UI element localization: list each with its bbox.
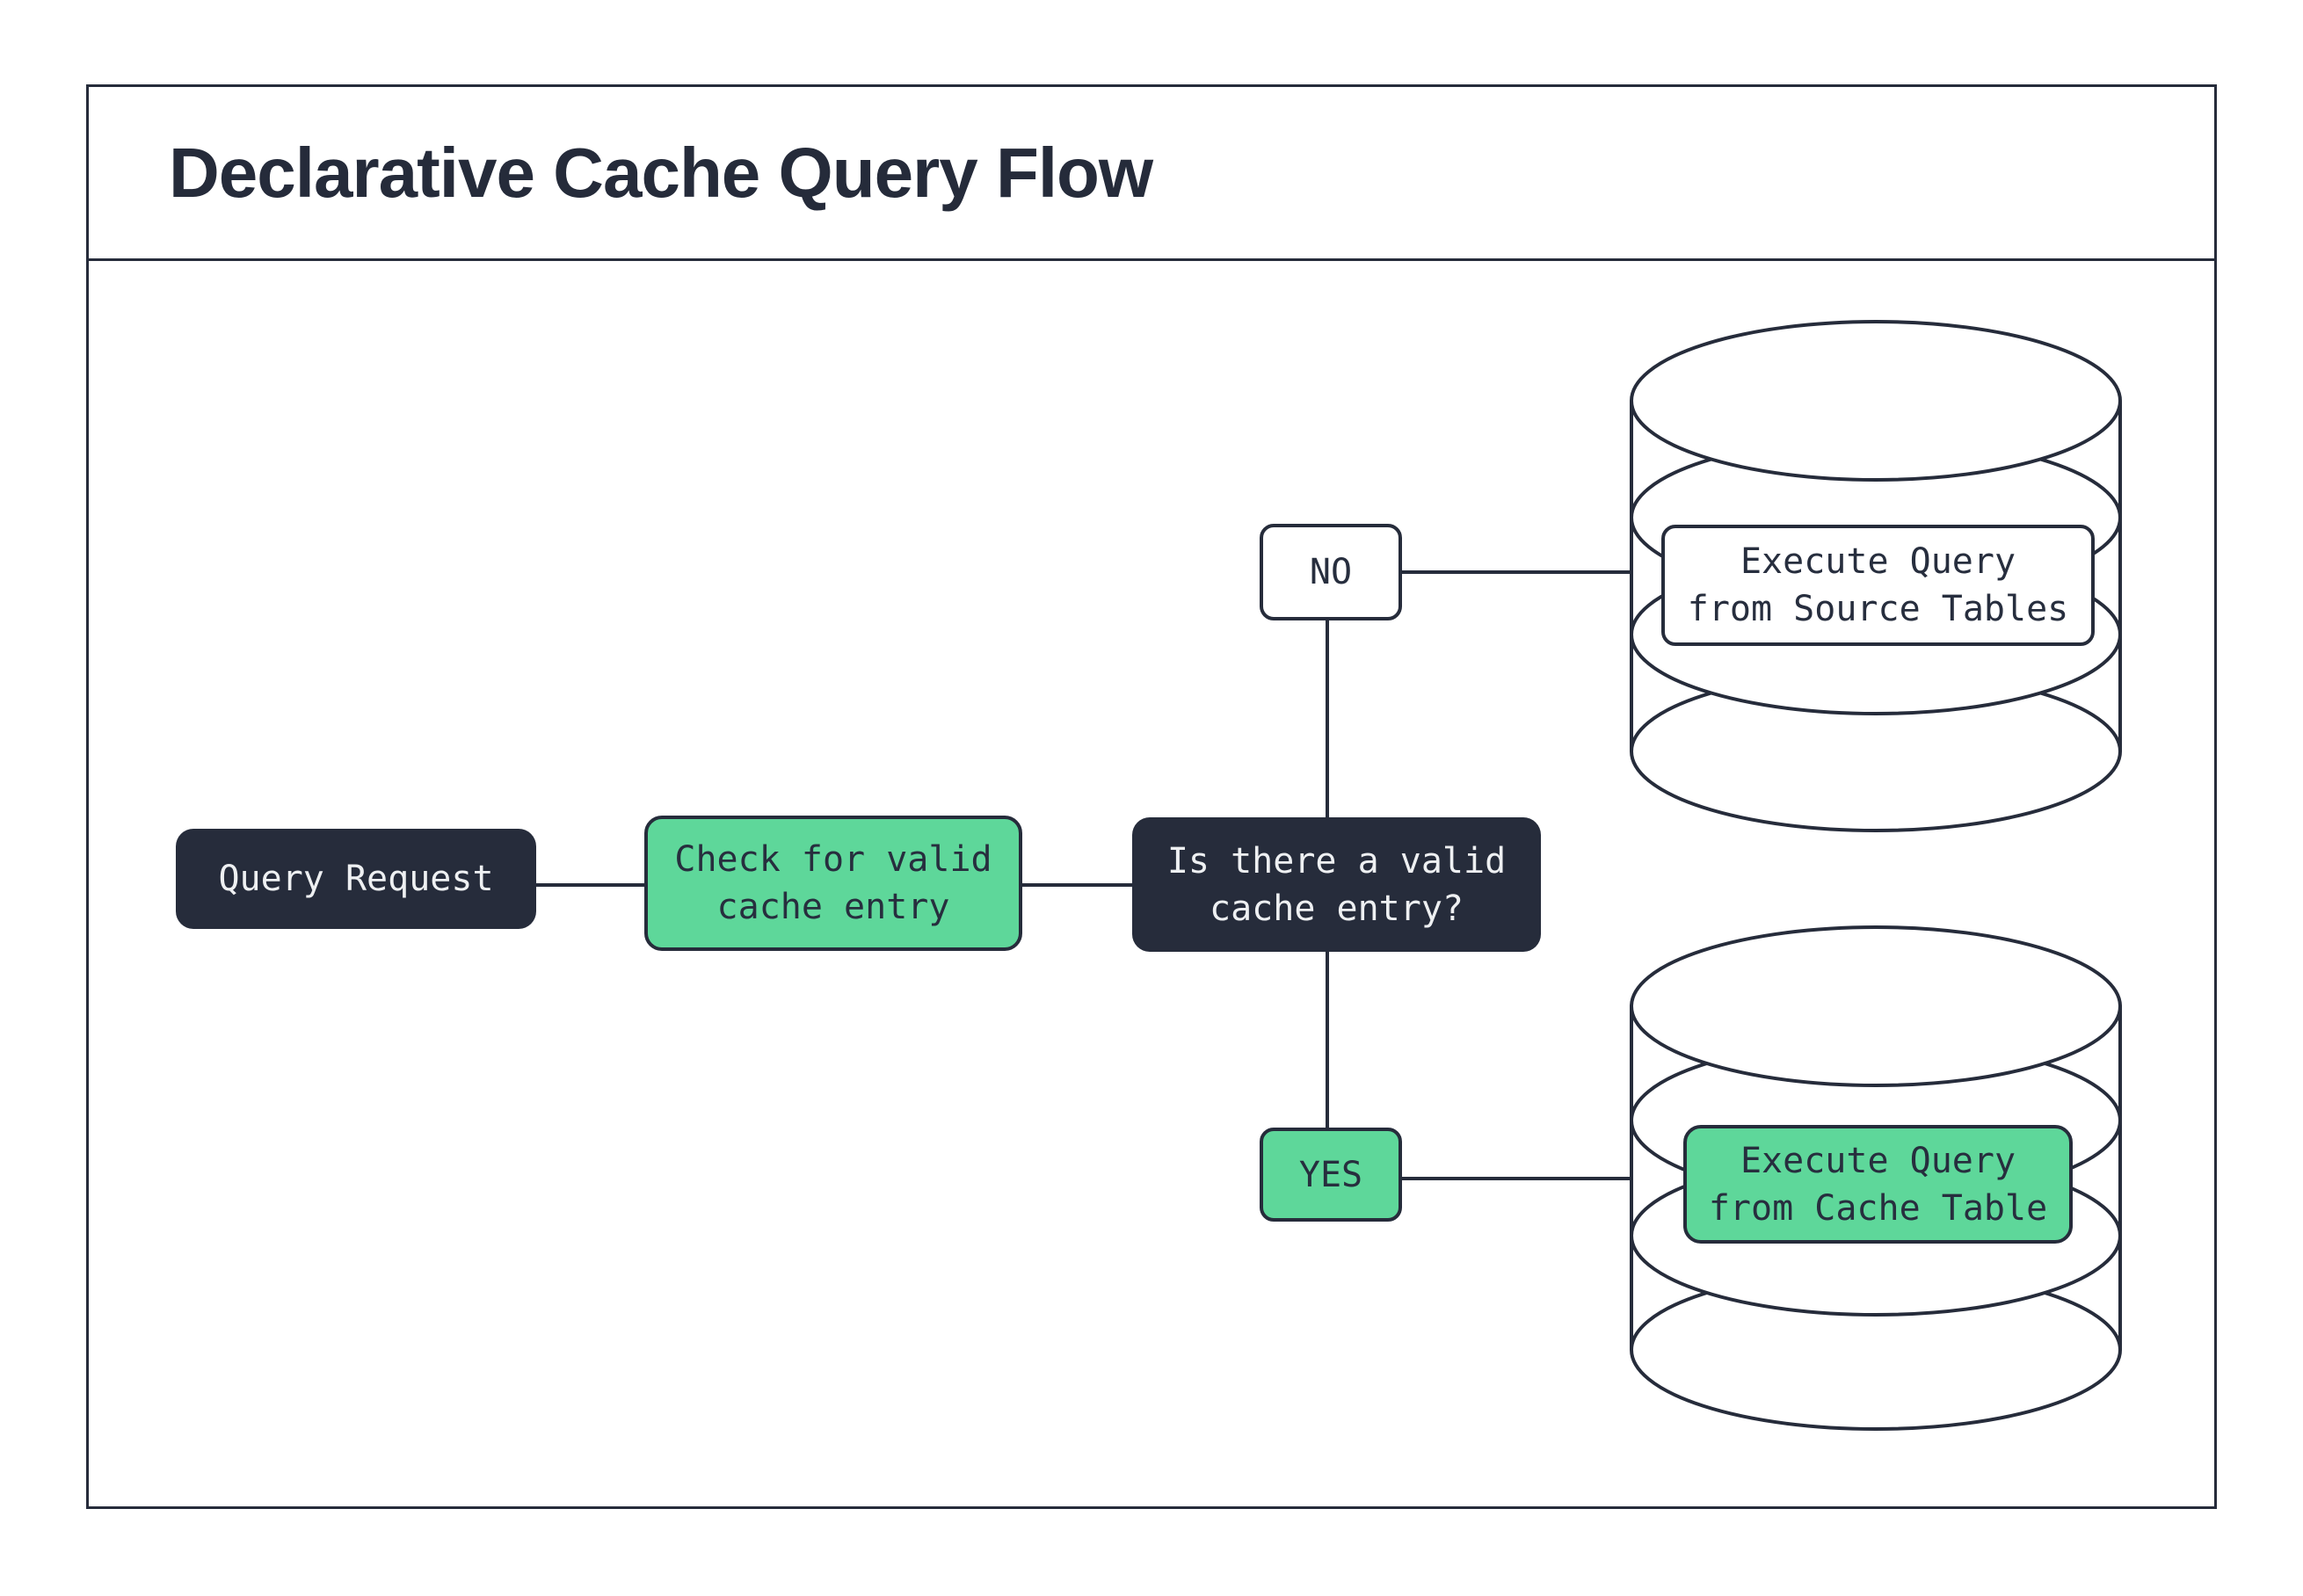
node-check-cache-line1: Check for valid xyxy=(674,839,992,880)
page-title: Declarative Cache Query Flow xyxy=(169,133,1153,212)
node-query-request-label: Query Request xyxy=(218,859,494,899)
node-decision-line1: Is there a valid xyxy=(1166,840,1507,881)
node-execute-source-line2: from Source Tables xyxy=(1687,589,2069,629)
node-decision-line2: cache entry? xyxy=(1210,888,1464,929)
node-execute-cache-table: Execute Query from Cache Table xyxy=(1683,1125,2073,1244)
node-execute-source-tables: Execute Query from Source Tables xyxy=(1661,525,2095,646)
node-no-label: NO xyxy=(1309,552,1353,592)
node-yes-branch: YES xyxy=(1260,1128,1402,1222)
node-check-cache-line2: cache entry xyxy=(716,887,950,927)
diagram-header: Declarative Cache Query Flow xyxy=(86,84,2217,261)
node-no-branch: NO xyxy=(1260,524,1402,620)
node-execute-cache-line1: Execute Query xyxy=(1740,1140,2016,1181)
node-decision-valid-cache: Is there a valid cache entry? xyxy=(1132,817,1541,952)
node-query-request: Query Request xyxy=(176,829,536,929)
node-check-cache: Check for valid cache entry xyxy=(644,816,1022,951)
node-execute-cache-line2: from Cache Table xyxy=(1708,1187,2048,1229)
diagram-frame xyxy=(86,84,2217,1509)
node-execute-source-line1: Execute Query xyxy=(1740,541,2016,582)
node-yes-label: YES xyxy=(1298,1154,1363,1195)
